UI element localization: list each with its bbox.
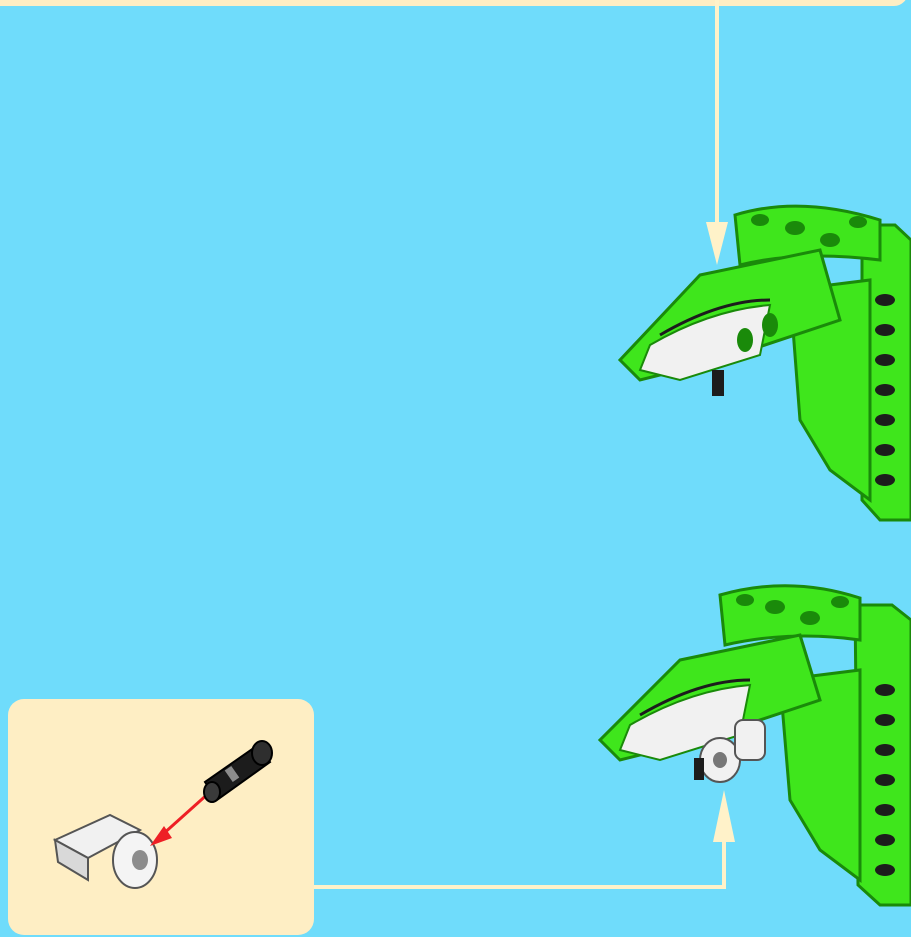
green-lever-assembly-with-connector-icon (600, 586, 911, 905)
black-axle-pin-icon (204, 741, 272, 802)
connector-bottom (314, 790, 735, 887)
white-axle-pin-connector-icon (55, 815, 157, 888)
green-lever-assembly-icon (620, 206, 911, 520)
insert-arrow-icon (150, 792, 210, 846)
connector-top (706, 0, 728, 265)
